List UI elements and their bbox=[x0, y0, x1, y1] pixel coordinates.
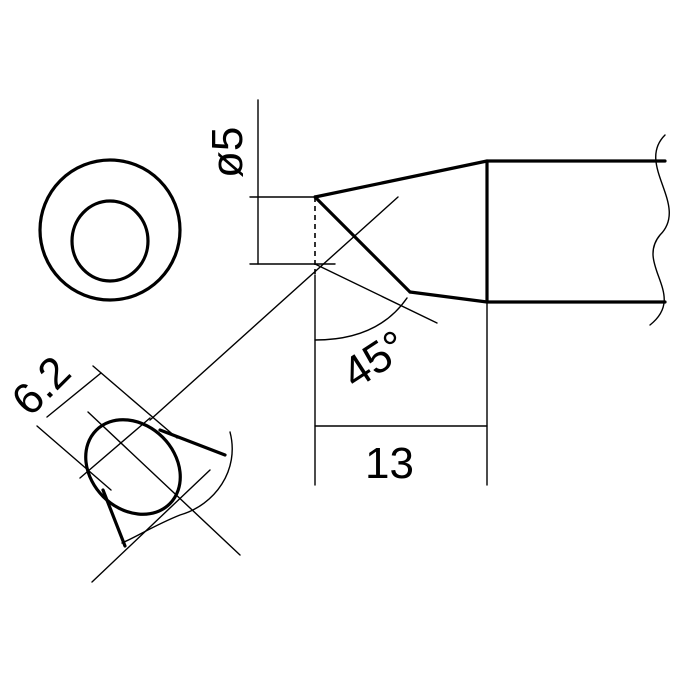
end-view-outer-circle bbox=[38, 158, 182, 302]
tip-upper-taper bbox=[313, 159, 667, 199]
tip-break-line bbox=[649, 134, 670, 326]
diameter-dimension: ø5 bbox=[203, 99, 336, 265]
length-dimension: 13 bbox=[314, 274, 488, 488]
end-view-inner-oval bbox=[70, 199, 150, 283]
bevel-face-detail bbox=[79, 411, 241, 583]
angle-arc bbox=[314, 297, 408, 341]
bevel-cross-line bbox=[91, 469, 211, 583]
width-label: 6.2 bbox=[2, 347, 80, 425]
tip-side-view bbox=[313, 134, 670, 326]
diameter-label: ø5 bbox=[203, 127, 252, 178]
bevel-lower-edge bbox=[101, 488, 127, 548]
width-ext-line-upper bbox=[92, 365, 178, 439]
bevel-axis-line bbox=[87, 411, 241, 556]
end-view bbox=[38, 158, 182, 302]
angle-ext-line bbox=[314, 263, 438, 324]
angle-label: 45° bbox=[334, 321, 416, 398]
tip-bevel-face bbox=[313, 195, 412, 294]
bevel-upper-edge bbox=[158, 428, 227, 457]
angle-dimension: 45° bbox=[149, 196, 438, 421]
width-ext-line-lower bbox=[36, 425, 112, 491]
bevel-diagonal-line bbox=[79, 417, 151, 479]
bevel-face-oval bbox=[84, 418, 182, 516]
length-label: 13 bbox=[365, 439, 414, 488]
tip-lower-taper bbox=[408, 290, 667, 304]
bevel-break-curve bbox=[121, 431, 233, 544]
angle-bevel-ext-line bbox=[149, 196, 399, 421]
width-dim-line bbox=[46, 372, 102, 418]
